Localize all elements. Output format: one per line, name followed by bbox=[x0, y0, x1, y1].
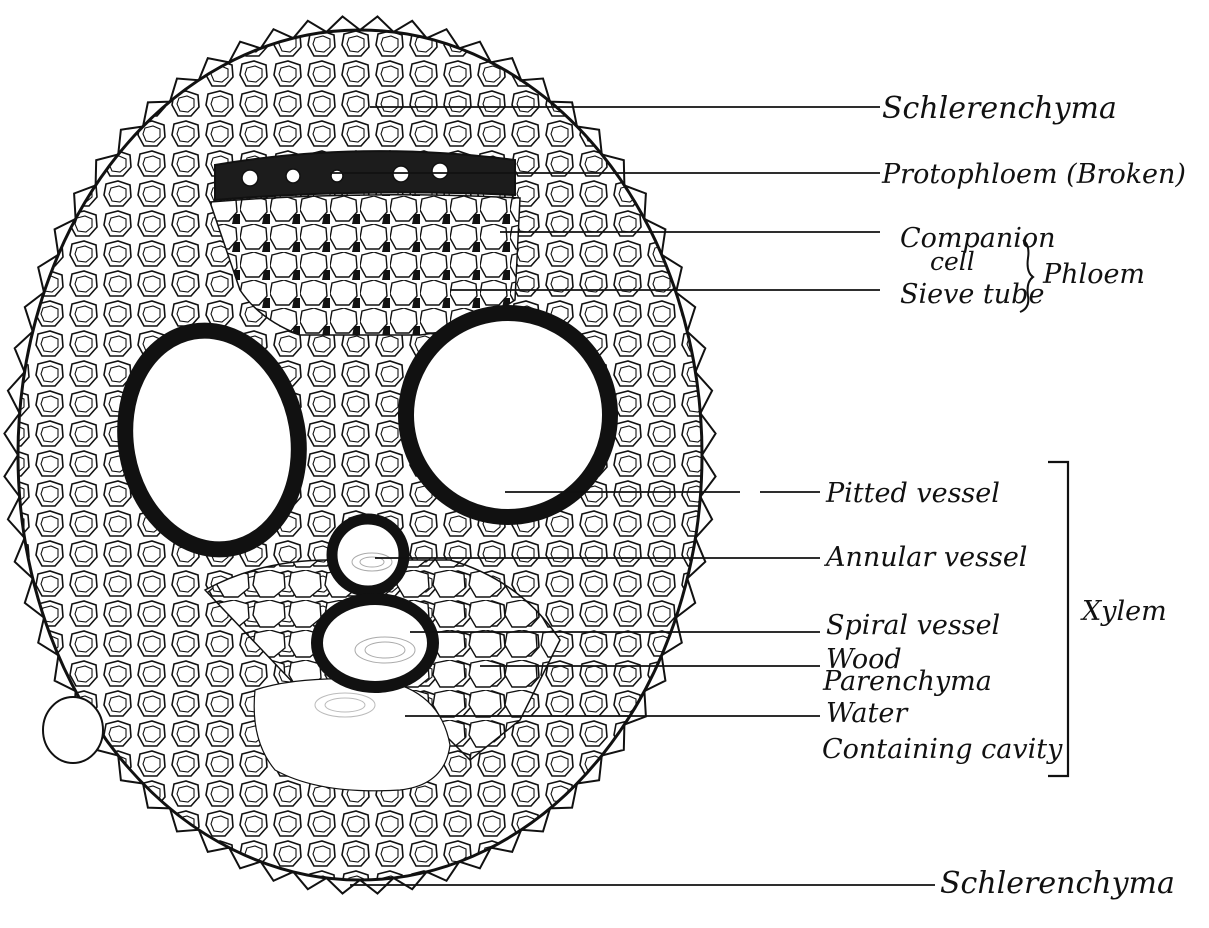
xylem-bracket bbox=[1048, 462, 1068, 776]
water-containing-cavity bbox=[254, 679, 450, 791]
label-sieve-tube: Sieve tube bbox=[900, 279, 1044, 310]
outer-cell bbox=[43, 697, 103, 763]
label-xylem: Xylem bbox=[1080, 596, 1167, 627]
label-sclerenchyma-top: Schlerenchyma bbox=[882, 91, 1117, 126]
label-companion-cell-line1: Companion bbox=[900, 223, 1056, 254]
spiral-vessel bbox=[317, 599, 433, 687]
label-companion-cell-line2: cell bbox=[930, 247, 975, 276]
label-protophloem: Protophloem (Broken) bbox=[881, 159, 1186, 190]
label-phloem: Phloem bbox=[1042, 259, 1145, 290]
label-annular-vessel: Annular vessel bbox=[823, 542, 1027, 573]
annular-vessel bbox=[332, 519, 404, 591]
label-water-cavity-line1: Water bbox=[826, 698, 909, 729]
label-sclerenchyma-bottom: Schlerenchyma bbox=[940, 866, 1175, 901]
label-wood-parenchyma-line2: Parenchyma bbox=[822, 666, 992, 697]
protophloem-band bbox=[215, 151, 515, 200]
label-spiral-vessel: Spiral vessel bbox=[826, 610, 1000, 641]
label-pitted-vessel: Pitted vessel bbox=[825, 478, 1000, 509]
label-water-cavity-line2: Containing cavity bbox=[822, 734, 1063, 765]
